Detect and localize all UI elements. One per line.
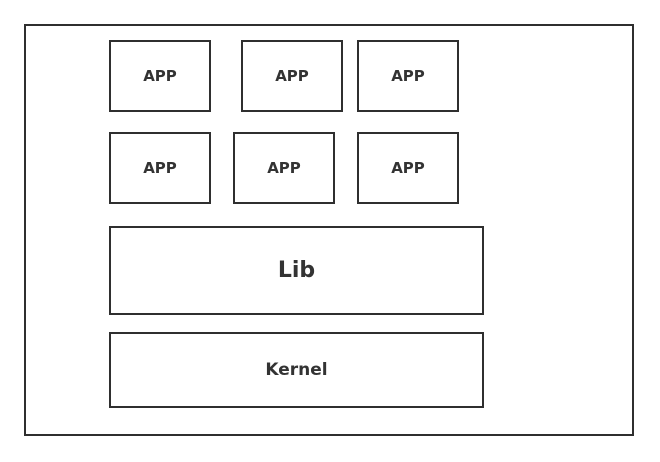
app-label-6: APP	[391, 159, 425, 177]
app-box-6: APP	[357, 132, 459, 204]
app-box-5: APP	[233, 132, 335, 204]
app-label-5: APP	[267, 159, 301, 177]
app-box-1: APP	[109, 40, 211, 112]
app-label-4: APP	[143, 159, 177, 177]
outer-frame	[24, 24, 634, 436]
kernel-layer-box: Kernel	[109, 332, 484, 408]
kernel-label: Kernel	[265, 360, 328, 380]
app-box-2: APP	[241, 40, 343, 112]
app-box-3: APP	[357, 40, 459, 112]
app-label-3: APP	[391, 67, 425, 85]
lib-layer-box: Lib	[109, 226, 484, 315]
lib-label: Lib	[277, 258, 316, 283]
app-label-2: APP	[275, 67, 309, 85]
app-label-1: APP	[143, 67, 177, 85]
app-box-4: APP	[109, 132, 211, 204]
